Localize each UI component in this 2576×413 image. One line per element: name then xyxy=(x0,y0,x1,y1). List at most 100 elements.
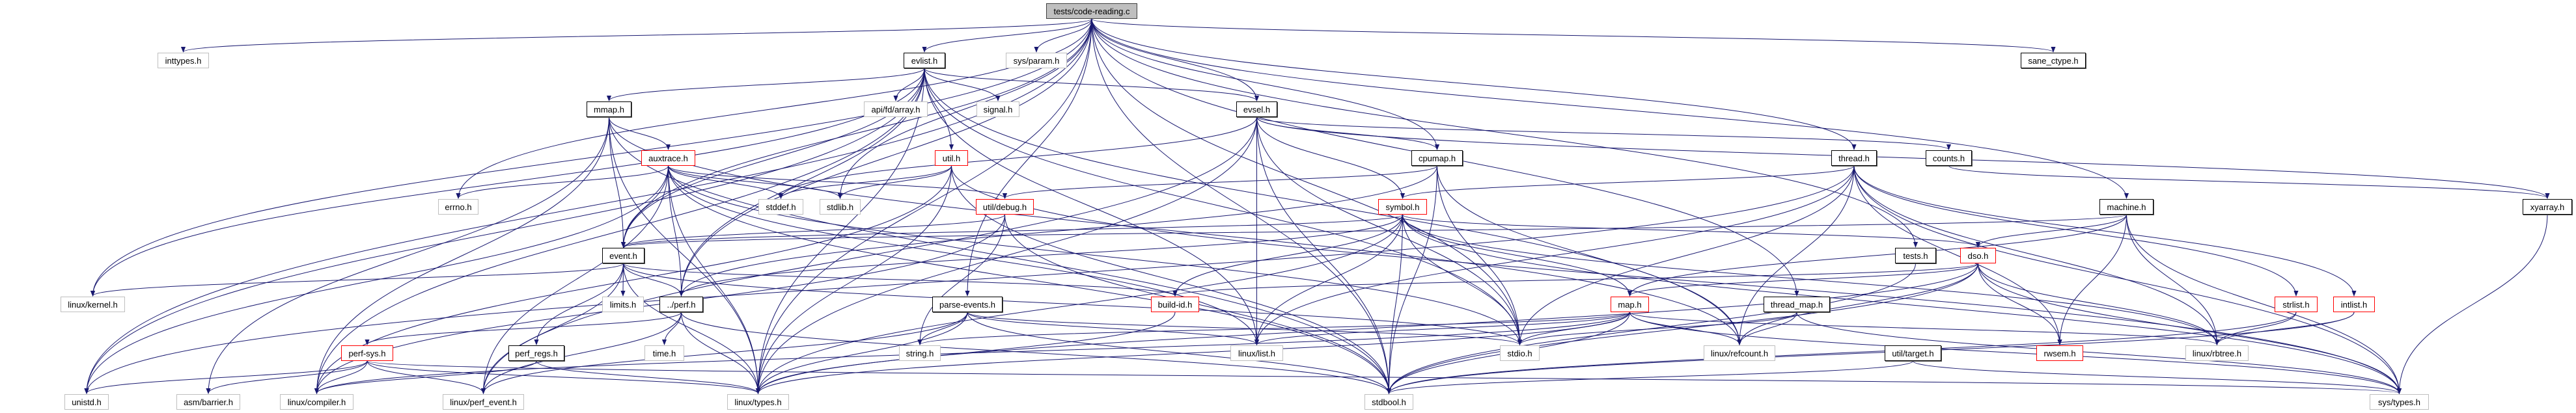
edge-symbol-to-list xyxy=(1254,214,1403,345)
node-xyarray-h[interactable]: xyarray.h xyxy=(2523,199,2572,215)
edge-dso-to-map xyxy=(1627,263,1978,297)
edge-util-to-stdlib xyxy=(837,165,952,199)
edge-evlist-to-list xyxy=(924,68,1260,345)
node-evsel-h[interactable]: evsel.h xyxy=(1236,101,1277,117)
edge-target-to-systypes xyxy=(1913,360,2402,394)
edge-event-to-buildid xyxy=(623,263,1178,297)
edge-mmap-to-event xyxy=(609,116,626,248)
edge-auxtrace-to-errno xyxy=(456,165,669,199)
node-perf-h[interactable]: ../perf.h xyxy=(659,297,703,312)
edge-symbol-to-buildid xyxy=(1172,214,1403,297)
edge-auxtrace-to-debug xyxy=(668,165,1007,199)
edge-parseevents-to-perfevent xyxy=(480,312,968,394)
edge-root-to-evsel xyxy=(1091,18,1260,101)
node-code-reading-c[interactable]: tests/code-reading.c xyxy=(1046,3,1137,19)
edge-thread-to-systypes xyxy=(1853,165,2402,394)
edge-perf-to-stdbool xyxy=(681,312,1391,394)
node-parse-events-h[interactable]: parse-events.h xyxy=(932,297,1003,312)
node-linux-perf-event-h[interactable]: linux/perf_event.h xyxy=(443,394,524,410)
edge-evsel-to-stdbool xyxy=(1256,116,1392,394)
node-inttypes-h[interactable]: inttypes.h xyxy=(158,53,209,68)
node-sane-ctype-h[interactable]: sane_ctype.h xyxy=(2021,53,2086,68)
edge-counts-to-xyarray xyxy=(1948,165,2550,199)
node-util-debug-h[interactable]: util/debug.h xyxy=(976,199,1034,215)
node-linux-list-h[interactable]: linux/list.h xyxy=(1230,345,1283,361)
node-evlist-h[interactable]: evlist.h xyxy=(904,53,945,68)
edge-xyarray-to-systypes xyxy=(2396,214,2548,394)
node-stdio-h[interactable]: stdio.h xyxy=(1500,345,1540,361)
node-util-target-h[interactable]: util/target.h xyxy=(1885,345,1941,361)
edge-evlist-to-signal xyxy=(924,68,1001,101)
node-auxtrace-h[interactable]: auxtrace.h xyxy=(641,150,695,166)
node-perf-regs-h[interactable]: perf_regs.h xyxy=(508,345,564,361)
edge-root-to-sanectype xyxy=(1091,18,2056,53)
edge-threadmap-to-stdio xyxy=(1517,312,1797,345)
node-sys-param-h[interactable]: sys/param.h xyxy=(1006,53,1067,68)
node-thread-h[interactable]: thread.h xyxy=(1831,150,1877,166)
node-stdlib-h[interactable]: stdlib.h xyxy=(820,199,861,215)
node-machine-h[interactable]: machine.h xyxy=(2099,199,2154,215)
node-dso-h[interactable]: dso.h xyxy=(1960,248,1996,263)
edge-map-to-string xyxy=(917,312,1630,345)
edge-mmap-to-stdbool xyxy=(609,116,1392,394)
edge-thread-to-list xyxy=(1254,165,1855,345)
node-tests-h[interactable]: tests.h xyxy=(1895,248,1936,263)
edge-map-to-rbtree xyxy=(1629,312,2219,345)
node-string-h[interactable]: string.h xyxy=(899,345,941,361)
node-stddef-h[interactable]: stddef.h xyxy=(758,199,803,215)
node-map-h[interactable]: map.h xyxy=(1611,297,1649,312)
node-linux-compiler-h[interactable]: linux/compiler.h xyxy=(280,394,353,410)
node-rwsem-h[interactable]: rwsem.h xyxy=(2036,345,2083,361)
edge-machine-to-rwsem xyxy=(2057,214,2127,345)
edge-util-to-stddef xyxy=(778,165,952,199)
node-strlist-h[interactable]: strlist.h xyxy=(2275,297,2318,312)
edge-thread-to-refcount xyxy=(1737,165,1855,345)
edge-intlist-to-stdbool xyxy=(1387,312,2355,394)
edge-evlist-to-util xyxy=(924,68,954,150)
edge-evsel-to-perfevent xyxy=(480,116,1257,394)
node-build-id-h[interactable]: build-id.h xyxy=(1151,297,1199,312)
edge-debug-to-string xyxy=(917,214,1005,345)
node-linux-rbtree-h[interactable]: linux/rbtree.h xyxy=(2185,345,2249,361)
node-api-fd-array-h[interactable]: api/fd/array.h xyxy=(864,101,928,117)
edge-symbol-to-event xyxy=(621,214,1403,248)
node-util-h[interactable]: util.h xyxy=(935,150,968,166)
edge-dso-to-types xyxy=(756,263,1978,394)
node-mmap-h[interactable]: mmap.h xyxy=(587,101,631,117)
node-intlist-h[interactable]: intlist.h xyxy=(2333,297,2375,312)
edge-evlist-to-mmap xyxy=(607,68,925,101)
edge-perf-to-perfevent xyxy=(480,312,682,394)
edge-evsel-to-xyarray xyxy=(1256,116,2550,199)
edge-tests-to-stdbool xyxy=(1386,263,1916,394)
node-unistd-h[interactable]: unistd.h xyxy=(64,394,109,410)
edge-machine-to-event xyxy=(621,214,2127,248)
node-linux-kernel-h[interactable]: linux/kernel.h xyxy=(61,297,125,312)
node-stdbool-h[interactable]: stdbool.h xyxy=(1364,394,1413,410)
edge-dso-to-rwsem xyxy=(1978,263,2062,345)
edge-evlist-to-unistd xyxy=(84,68,925,394)
edge-symbol-to-stdbool xyxy=(1386,214,1403,394)
edge-auxtrace-to-stdlib xyxy=(668,165,843,199)
edge-mmap-to-compiler xyxy=(314,116,609,394)
edge-map-to-refcount xyxy=(1629,312,1742,345)
node-errno-h[interactable]: errno.h xyxy=(438,199,478,215)
node-linux-refcount-h[interactable]: linux/refcount.h xyxy=(1704,345,1775,361)
node-sys-types-h[interactable]: sys/types.h xyxy=(2370,394,2429,410)
edge-thread-to-stdio xyxy=(1517,165,1855,345)
edge-root-to-parseevents xyxy=(965,18,1092,297)
node-time-h[interactable]: time.h xyxy=(644,345,684,361)
node-event-h[interactable]: event.h xyxy=(602,248,644,263)
node-symbol-h[interactable]: symbol.h xyxy=(1378,199,1427,215)
edge-cpumap-to-debug xyxy=(1003,165,1437,199)
edge-dso-to-systypes xyxy=(1978,263,2402,394)
node-perf-sys-h[interactable]: perf-sys.h xyxy=(341,345,393,361)
node-cpumap-h[interactable]: cpumap.h xyxy=(1411,150,1463,166)
node-counts-h[interactable]: counts.h xyxy=(1926,150,1972,166)
node-linux-types-h[interactable]: linux/types.h xyxy=(727,394,789,410)
edge-map-to-systypes xyxy=(1629,312,2402,394)
node-thread-map-h[interactable]: thread_map.h xyxy=(1764,297,1830,312)
node-limits-h[interactable]: limits.h xyxy=(602,297,644,312)
node-signal-h[interactable]: signal.h xyxy=(976,101,1019,117)
node-asm-barrier-h[interactable]: asm/barrier.h xyxy=(176,394,240,410)
edge-event-to-stdio xyxy=(623,263,1522,345)
